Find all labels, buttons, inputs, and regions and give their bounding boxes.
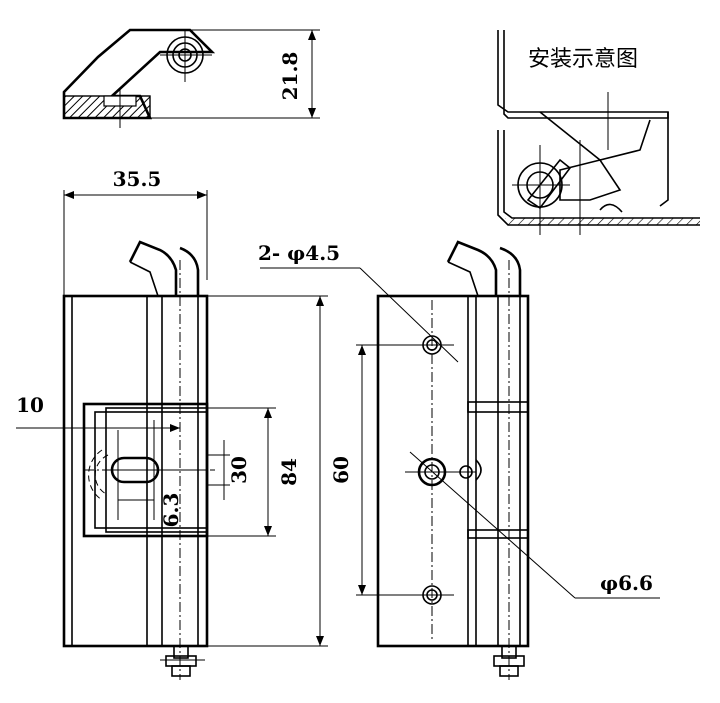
dim-pivot-hole: φ6.6 <box>600 571 653 595</box>
dim-slot-width: 6.3 <box>159 493 183 528</box>
side-view: 21.8 <box>62 28 320 128</box>
installation-sketch: 安装示意图 <box>497 30 700 235</box>
dim-plate-height: 84 <box>277 458 301 486</box>
front-view: 35.5 10 6.3 <box>16 167 353 680</box>
dim-width-front: 35.5 <box>113 167 162 191</box>
installation-caption: 安装示意图 <box>528 47 638 72</box>
dim-slot-height: 30 <box>227 456 251 484</box>
dim-height-side: 21.8 <box>278 52 302 101</box>
dim-mount-holes: 2- φ4.5 <box>258 241 340 265</box>
back-view: 2- φ4.5 φ6.6 <box>258 240 660 680</box>
dim-offset: 10 <box>16 393 44 417</box>
dim-overall-height: 60 <box>329 456 353 484</box>
